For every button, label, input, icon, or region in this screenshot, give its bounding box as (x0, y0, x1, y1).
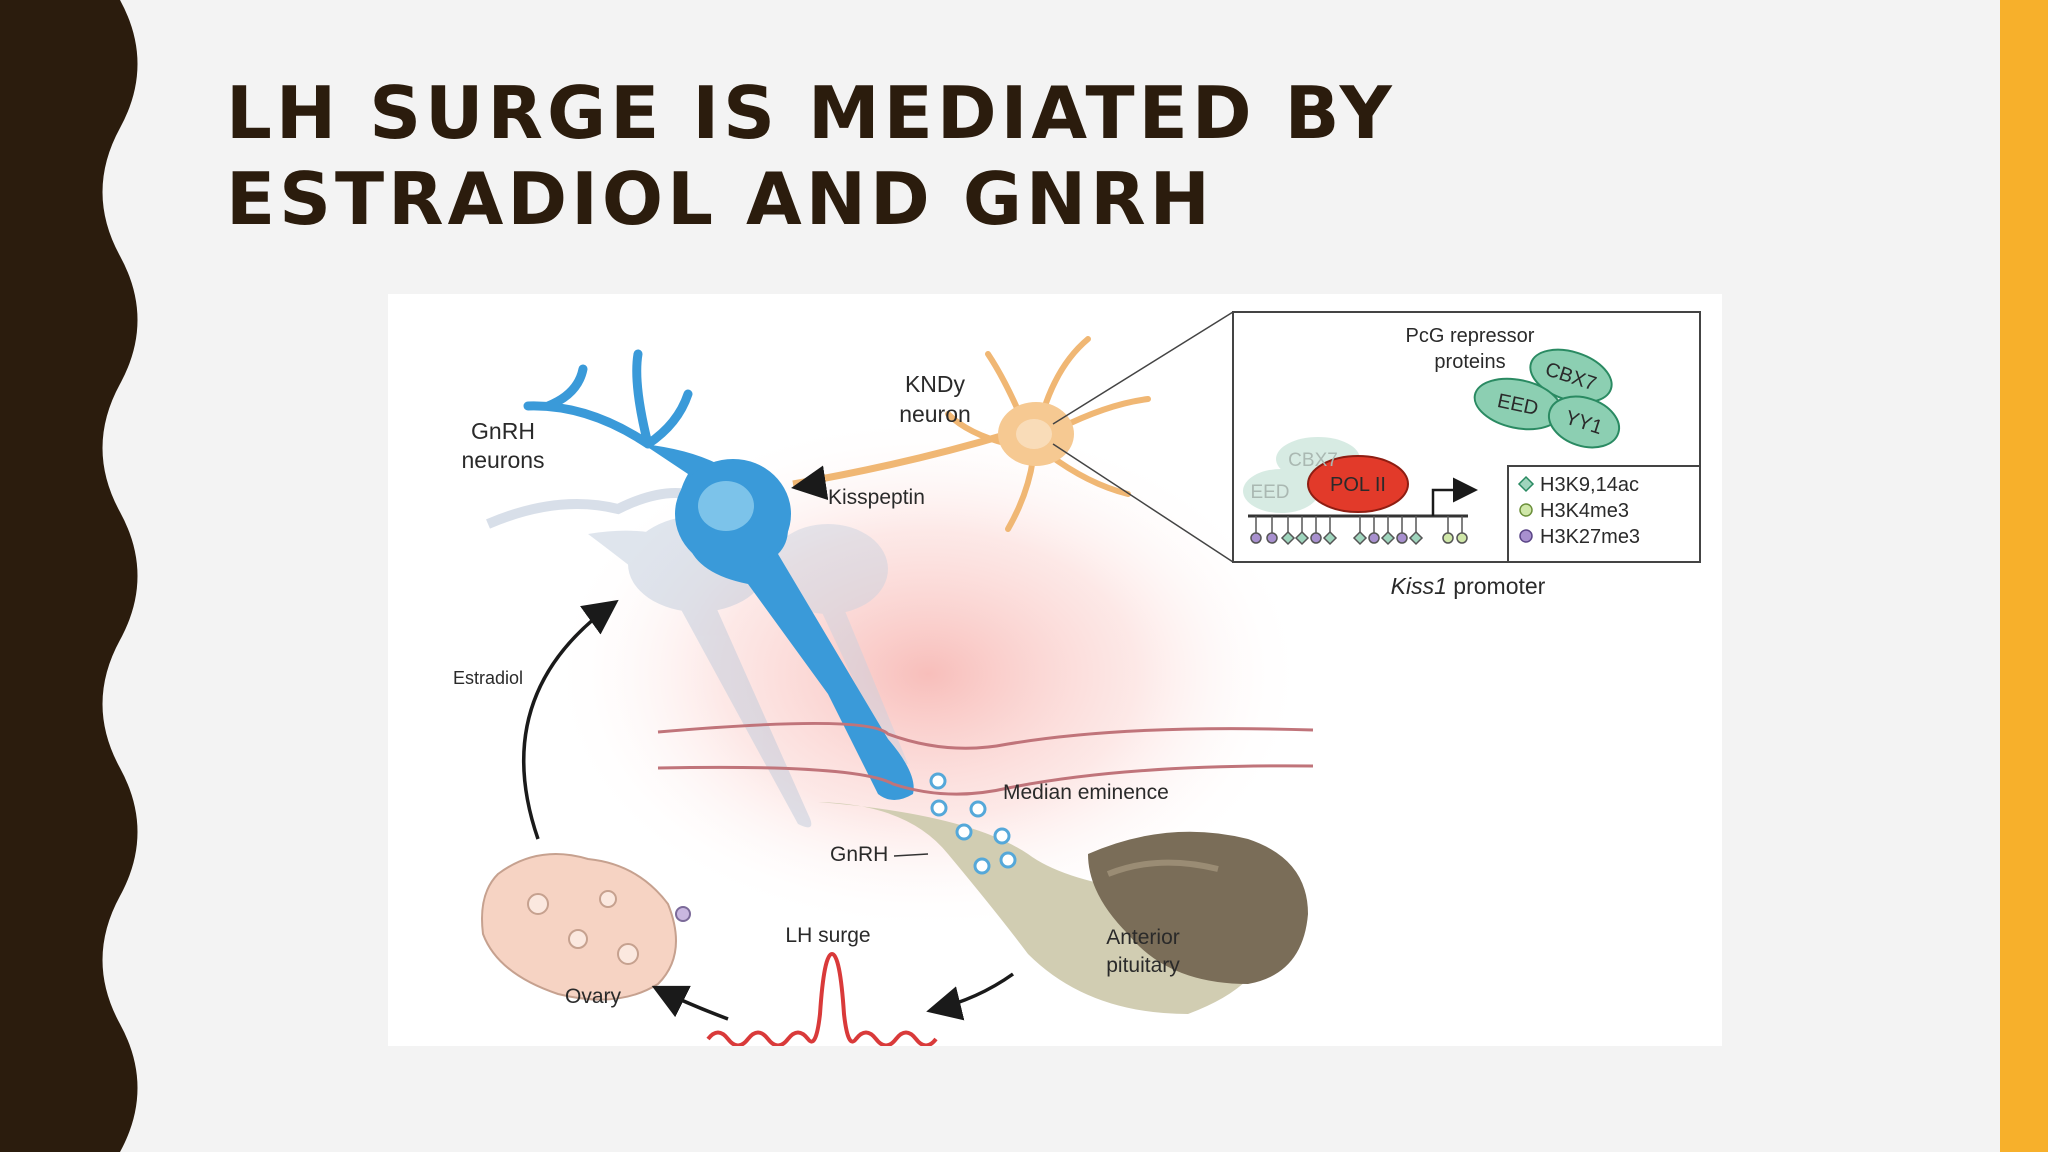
label-anterior-pituitary-1: Anterior (1106, 926, 1180, 949)
slide-title: LH SURGE IS MEDIATED BY ESTRADIOL AND GN… (226, 70, 1726, 242)
faded-eed-protein (1243, 469, 1319, 513)
label-anterior-pituitary-2: pituitary (1106, 954, 1180, 977)
median-eminence-membranes (657, 722, 1314, 796)
histone-marks (1250, 516, 1468, 546)
legend-acetylation: H3K9,14ac (1540, 474, 1639, 496)
legend-h3k27me3: H3K27me3 (1540, 526, 1640, 548)
title-line-1: LH SURGE IS MEDIATED BY (226, 71, 1396, 155)
ovary (481, 853, 691, 1001)
legend-marker-acetylation (1517, 475, 1535, 493)
lh-surge-curve (706, 951, 938, 1046)
pituitary-to-lh-arrow (926, 972, 1015, 1021)
label-kiss1-promoter: Kiss1 promoter (1391, 573, 1546, 599)
kisspeptin-arrow (791, 465, 829, 501)
lh-to-ovary-arrow (651, 985, 729, 1021)
label-median-eminence: Median eminence (1003, 781, 1169, 804)
label-gnrh-neurons-2: neurons (461, 447, 544, 473)
kiss1-promoter-inset (1232, 311, 1701, 563)
zoom-lines (1052, 311, 1234, 563)
left-decorative-band (0, 0, 138, 1152)
pol2-protein (1307, 455, 1409, 513)
legend-marker-h3k27me3 (1519, 529, 1533, 543)
label-estradiol: Estradiol (453, 668, 523, 688)
label-gnrh: GnRH (830, 843, 888, 866)
right-accent-band (2000, 0, 2048, 1152)
hpg-axis-diagram: GnRH neurons KNDy neuron Kisspeptin Estr… (388, 294, 1722, 1046)
pituitary (818, 802, 1308, 1014)
gnrh-vesicles (929, 772, 1017, 875)
label-pcg-2: proteins (1434, 351, 1505, 373)
legend-h3k4me3: H3K4me3 (1540, 500, 1629, 522)
transcription-start-arrow (1431, 477, 1478, 516)
gnrh-neuron (523, 349, 914, 800)
label-pcg-1: PcG repressor (1406, 325, 1535, 347)
yy1-protein (1547, 395, 1621, 449)
label-kisspeptin: Kisspeptin (828, 486, 925, 509)
label-faded-eed: EED (1250, 482, 1289, 503)
label-promoter: promoter (1447, 573, 1546, 599)
estradiol-arrow (521, 599, 619, 840)
anterior-pituitary-lobe (1088, 831, 1308, 984)
label-ovary: Ovary (565, 985, 622, 1008)
histone-legend-box (1507, 465, 1701, 563)
label-gnrh-neurons-1: GnRH (471, 418, 535, 444)
label-kndy-neuron-2: neuron (899, 401, 971, 427)
label-faded-cbx7: CBX7 (1288, 450, 1338, 471)
gnrh-neuron-nucleus (698, 481, 754, 531)
legend-marker-h3k4me3 (1519, 503, 1533, 517)
label-pol2: POL II (1330, 474, 1386, 496)
label-kiss1: Kiss1 (1391, 573, 1447, 599)
faded-gnrh-neurons (486, 488, 908, 828)
title-line-2: ESTRADIOL AND GNRH (226, 157, 1214, 241)
label-lh-surge: LH surge (785, 924, 870, 947)
label-gnrh-leader (893, 853, 929, 857)
label-kndy-neuron-1: KNDy (905, 371, 966, 397)
